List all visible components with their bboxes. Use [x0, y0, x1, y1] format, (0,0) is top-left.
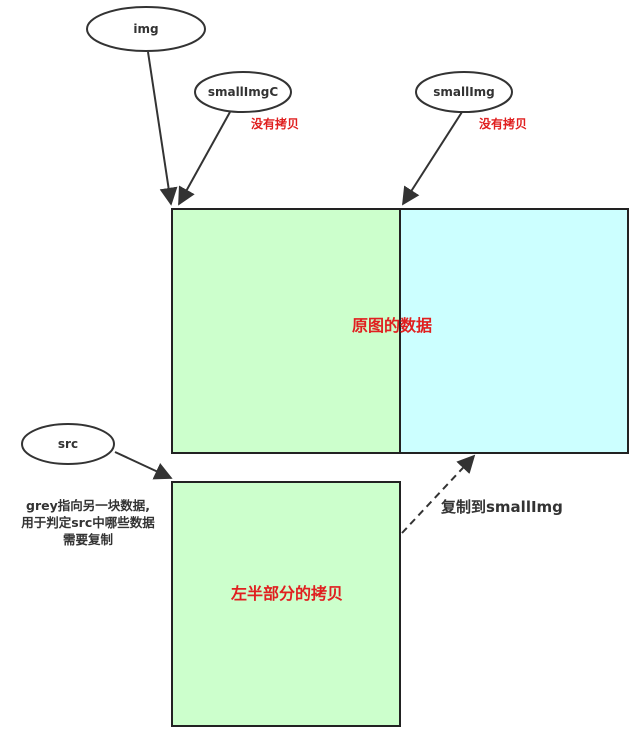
grey-note-line-1: grey指向另一块数据,	[26, 498, 150, 513]
arrow-smallImg-to-data	[402, 111, 463, 206]
original-data-label: 原图的数据	[352, 316, 432, 335]
no-copy-note-smallImgC: 没有拷贝	[251, 116, 299, 131]
node-smallImgC-label: smallImgC	[208, 85, 279, 99]
grey-note-line-3: 需要复制	[63, 532, 113, 547]
no-copy-note-smallImg: 没有拷贝	[479, 116, 527, 131]
node-img	[86, 6, 206, 52]
arrow-img-to-data	[147, 51, 178, 206]
left-half-copy-rect	[171, 481, 401, 727]
node-smallImg	[415, 71, 513, 113]
arrow-src-to-copy	[114, 451, 173, 480]
left-half-copy-label: 左半部分的拷贝	[230, 584, 343, 603]
node-smallImgC	[194, 71, 292, 113]
node-img-label: img	[133, 22, 158, 36]
copy-to-smallImg-label: 复制到smallImg	[440, 498, 563, 516]
dashed-arrow-copy-to-smallImg	[401, 454, 476, 534]
original-right-half-rect	[399, 208, 629, 454]
node-src	[21, 423, 115, 465]
original-left-half-rect	[171, 208, 401, 454]
node-src-label: src	[58, 437, 78, 451]
arrow-smallImgC-to-data	[178, 111, 231, 206]
node-smallImg-label: smallImg	[433, 85, 495, 99]
grey-note-line-2: 用于判定src中哪些数据	[20, 515, 155, 530]
